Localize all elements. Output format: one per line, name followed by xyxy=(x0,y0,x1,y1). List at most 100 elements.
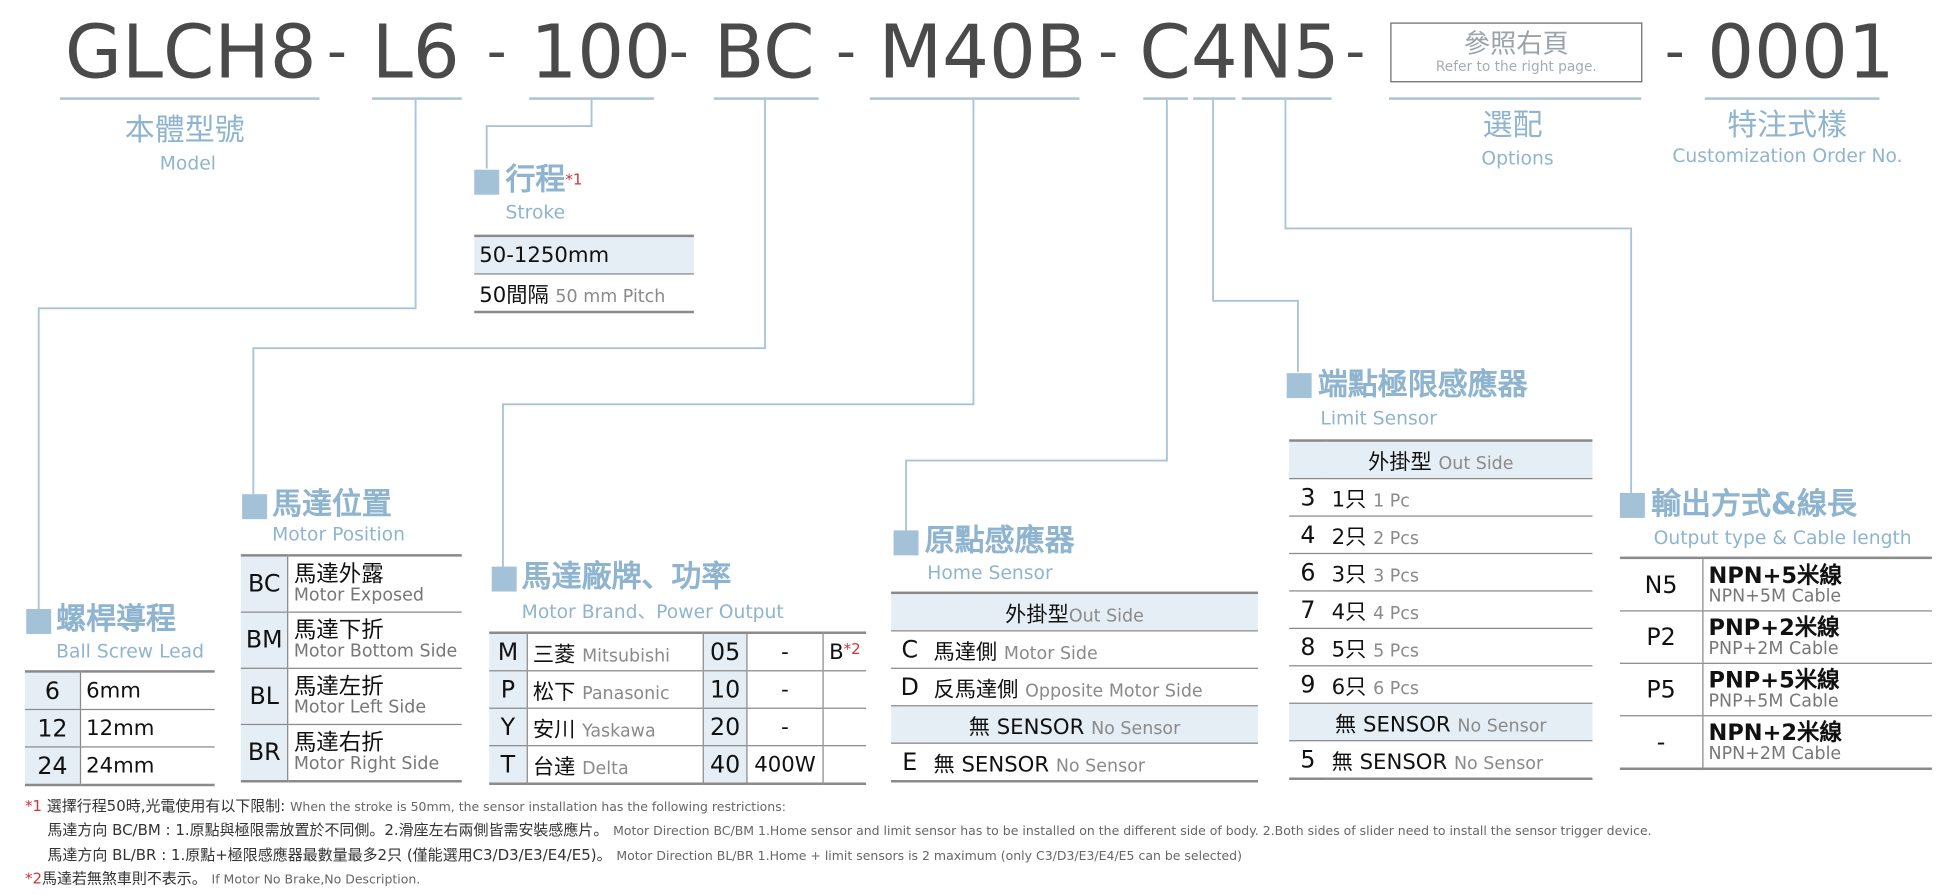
home-sensor-title: 原點感應器 xyxy=(924,522,1075,558)
motor-brand-title: 馬達廠牌、功率 xyxy=(521,559,732,595)
code-sensor: C4N5 xyxy=(1139,8,1340,95)
section-marker xyxy=(242,494,268,520)
output-subtitle: Output type & Cable length xyxy=(1653,526,1912,550)
home-sensor-code: E xyxy=(891,743,929,783)
limit-sensor-desc: 2只 2 Pcs xyxy=(1326,516,1593,555)
limit-sensor-code: 4 xyxy=(1289,516,1327,555)
output-title: 輸出方式&線長 xyxy=(1651,486,1857,522)
limit-sensor-code: 9 xyxy=(1289,665,1327,704)
code-dash: - xyxy=(1345,19,1366,84)
section-marker xyxy=(491,566,517,592)
table-row: M 三菱 Mitsubishi 05 - B*2 xyxy=(489,631,867,672)
stroke-range: 50-1250mm xyxy=(474,234,694,275)
underline-lead xyxy=(371,97,462,100)
motor-brake xyxy=(822,745,867,785)
underline-custom xyxy=(1704,97,1880,100)
motor-power-code: 40 xyxy=(702,745,747,785)
motor-position-code: BL xyxy=(240,668,289,726)
section-marker xyxy=(474,169,500,195)
code-custom: 0001 xyxy=(1707,8,1895,95)
code-motor-position: BC xyxy=(713,8,815,95)
limit-sensor-code: 7 xyxy=(1289,590,1327,629)
output-code: P5 xyxy=(1619,663,1703,717)
motor-power-code: 05 xyxy=(702,631,747,672)
limit-sensor-desc: 無 SENSOR No Sensor xyxy=(1326,740,1593,780)
section-marker xyxy=(1286,373,1312,399)
caption-custom-zh: 特注式樣 xyxy=(1727,107,1848,143)
home-sensor-desc: 反馬達側 Opposite Motor Side xyxy=(928,668,1258,707)
code-dash: - xyxy=(1098,19,1119,84)
home-sensor-code: D xyxy=(891,668,929,707)
motor-brand-name: 松下 Panasonic xyxy=(526,670,704,709)
motor-power-value: 400W xyxy=(746,745,824,785)
table-row: 無 SENSOR No Sensor xyxy=(891,705,1258,744)
motor-power-code: 10 xyxy=(702,670,747,709)
motor-brand-name: 三菱 Mitsubishi xyxy=(526,631,704,672)
caption-options-en: Options xyxy=(1481,147,1554,170)
limit-sensor-title: 端點極限感應器 xyxy=(1317,366,1528,402)
limit-sensor-desc: 4只 4 Pcs xyxy=(1326,590,1593,629)
motor-power-code: 20 xyxy=(702,708,747,747)
stroke-table: 50-1250mm 50間隔 50 mm Pitch xyxy=(474,234,694,314)
motor-brand-subtitle: Motor Brand、Power Output xyxy=(521,600,784,623)
motor-brake xyxy=(822,670,867,709)
lead-code: 6 xyxy=(24,670,81,711)
code-model: GLCH8 xyxy=(64,8,317,95)
underline-limit-sensor xyxy=(1193,97,1236,100)
underline-model xyxy=(59,97,320,100)
code-dash: - xyxy=(1664,19,1685,84)
limit-sensor-desc: 1只 1 Pc xyxy=(1326,478,1593,517)
table-row: 外掛型 Out Side xyxy=(1289,439,1593,480)
motor-position-code: BM xyxy=(240,612,289,669)
motor-brand-code: M xyxy=(489,631,528,672)
lead-subtitle: Ball Screw Lead xyxy=(56,640,205,663)
home-sensor-none-band: 無 SENSOR No Sensor xyxy=(891,705,1258,744)
caption-model-en: Model xyxy=(159,152,216,175)
home-sensor-desc: 無 SENSOR No Sensor xyxy=(928,743,1258,783)
output-code: N5 xyxy=(1619,556,1703,612)
home-sensor-code: C xyxy=(891,630,929,669)
underline-options xyxy=(1389,97,1642,100)
underline-output xyxy=(1241,97,1332,100)
section-marker xyxy=(1619,492,1645,518)
limit-sensor-none-band: 無 SENSOR No Sensor xyxy=(1289,703,1593,742)
section-marker xyxy=(26,609,52,634)
lead-value: 12mm xyxy=(79,709,215,748)
lead-title: 螺桿導程 xyxy=(56,601,176,637)
limit-sensor-desc: 5只 5 Pcs xyxy=(1326,628,1593,667)
note-4: *2馬達若無煞車則不表示。 If Motor No Brake,No Descr… xyxy=(24,869,421,888)
lead-value: 24mm xyxy=(79,746,215,787)
motor-brake: B*2 xyxy=(822,631,867,672)
motor-power-value: - xyxy=(746,708,824,747)
caption-custom-en: Customization Order No. xyxy=(1672,144,1903,168)
code-lead: L6 xyxy=(371,8,460,95)
limit-sensor-band: 外掛型 Out Side xyxy=(1289,439,1593,480)
note-3: 馬達方向 BL/BR : 1.原點+極限感應器最數量最多2只 (僅能選用C3/D… xyxy=(47,846,1242,864)
limit-sensor-code: 3 xyxy=(1289,478,1327,517)
stroke-subtitle: Stroke xyxy=(505,200,566,224)
motor-brand-name: 台達 Delta xyxy=(526,745,704,785)
note-1: *1 選擇行程50時,光電使用有以下限制: When the stroke is… xyxy=(24,797,786,815)
motor-brake xyxy=(822,708,867,747)
